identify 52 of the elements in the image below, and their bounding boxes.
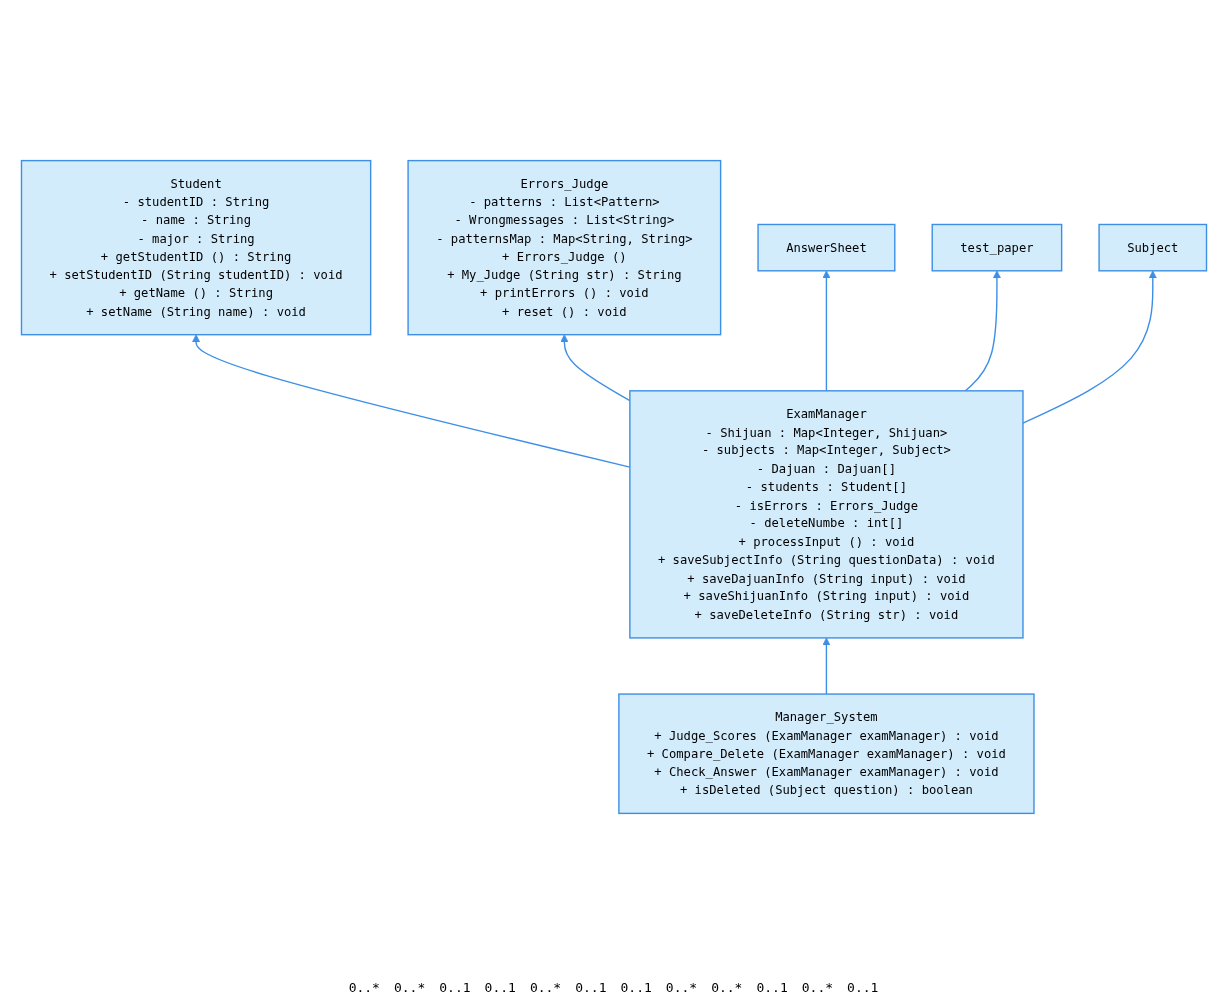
node-label: - patterns : List<Pattern> bbox=[468, 194, 660, 209]
node-label: + setStudentID (String studentID) : void bbox=[49, 267, 343, 282]
node-label: + saveSubjectInfo (String questionData) : void bbox=[657, 552, 995, 567]
class-box: AnswerSheet bbox=[756, 223, 895, 272]
node-label: - major : String bbox=[136, 231, 255, 246]
multiplicity-label: 0..* bbox=[529, 980, 562, 995]
node-label: + saveDeleteInfo (String str) : void bbox=[694, 607, 958, 622]
class-box: Student - studentID : String - name : String - major : String + getStudentID () : String + setStudentID (String studentID) : void + getName () : String + setName (String name) : void bbox=[20, 159, 371, 336]
node-label: Errors_Judge bbox=[519, 176, 608, 191]
node-label: + setName (String name) : void bbox=[85, 304, 306, 319]
node-label: + Compare_Delete (ExamManager examManager) : void bbox=[646, 746, 1006, 761]
node-label: + saveDajuanInfo (String input) : void bbox=[686, 571, 966, 586]
class-box: Manager_System + Judge_Scores (ExamManager examManager) : void + Compare_Delete (ExamManager examManager) : void + Check_Answer (ExamManager examManager) : void + isDeleted (Subject question) : boolean bbox=[617, 693, 1035, 815]
class-box: test_paper bbox=[931, 223, 1062, 272]
multiplicity-label: 0..* bbox=[665, 980, 698, 995]
class-box: Errors_Judge - patterns : List<Pattern> - Wrongmessages : List<String> - patternsMap : Map<String, String> + Errors_Judge () + My_Judge (String str) : String + printErrors () : void + reset () : void bbox=[406, 159, 721, 336]
node-label: + My_Judge (String str) : String bbox=[446, 267, 682, 282]
node-label: + isDeleted (Subject question) : boolean bbox=[679, 782, 973, 798]
multiplicity-label: 0..1 bbox=[620, 980, 652, 995]
node-label: ExamManager bbox=[785, 406, 867, 421]
multiplicity-label: 0..1 bbox=[847, 980, 879, 995]
node-label: - studentID : String bbox=[122, 194, 269, 209]
node-label: - Shijuan : Map<Integer, Shijuan> bbox=[705, 425, 947, 440]
multiplicity-label: 0..1 bbox=[439, 980, 471, 995]
node-label: - name : String bbox=[140, 213, 251, 228]
multiplicity-label: 0..1 bbox=[575, 980, 607, 995]
node-label: - subjects : Map<Integer, Subject> bbox=[701, 443, 951, 458]
node-label: - patternsMap : Map<String, String> bbox=[435, 231, 693, 246]
node-label: + getStudentID () : String bbox=[100, 249, 291, 264]
node-label: + processInput () : void bbox=[738, 534, 914, 549]
node-label: Manager_System bbox=[774, 709, 878, 725]
class-box: ExamManager - Shijuan : Map<Integer, Shijuan> - subjects : Map<Integer, Subject> - Dajuan : Dajuan[] - students : Student[] - isErrors : Errors_Judge - deleteNumbe : int[] + processInput () : void + saveSubjectInfo (String questionData) : void + saveDajuanInfo (String input) : void + saveShijuanInfo (String input) : void + saveDeleteInfo (String str) : void bbox=[628, 390, 1024, 639]
class-box: Subject bbox=[1097, 223, 1207, 272]
multiplicity-label: 0..* bbox=[801, 980, 834, 995]
multiplicity-label: 0..1 bbox=[484, 980, 516, 995]
node-label: + Judge_Scores (ExamManager examManager) : void bbox=[653, 728, 999, 743]
multiplicity-label: 0..* bbox=[348, 980, 380, 995]
node-label: - Dajuan : Dajuan[] bbox=[756, 461, 896, 476]
node-label: + Check_Answer (ExamManager examManager) : void bbox=[653, 764, 999, 779]
node-label: + reset () : void bbox=[501, 304, 627, 319]
node-label: + Errors_Judge () bbox=[501, 249, 627, 264]
multiplicity-label: 0..* bbox=[393, 980, 426, 995]
node-label: Student bbox=[169, 176, 222, 191]
multiplicity-label: 0..* bbox=[711, 980, 743, 995]
multiplicity-label: 0..1 bbox=[756, 980, 788, 995]
node-label: - deleteNumbe : int[] bbox=[749, 516, 903, 531]
node-label: + printErrors () : void bbox=[479, 286, 649, 301]
node-label: + saveShijuanInfo (String input) : void bbox=[683, 589, 969, 604]
node-label: - students : Student[] bbox=[745, 479, 907, 494]
node-label: - isErrors : Errors_Judge bbox=[734, 498, 918, 513]
node-label: + getName () : String bbox=[118, 286, 273, 301]
node-label: - Wrongmessages : List<String> bbox=[453, 213, 674, 228]
